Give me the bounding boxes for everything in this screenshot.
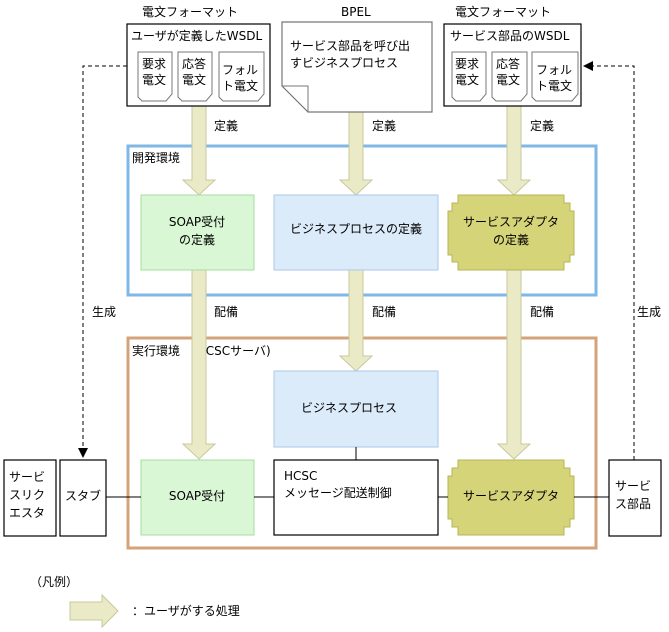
left-fault-doc: フォル ト電文 (218, 51, 265, 102)
service-component-line1: サービ (615, 479, 651, 493)
legend-desc: ：ユーザがする処理 (132, 603, 240, 618)
define-arrow-right (496, 105, 532, 196)
right-wsdl-title: サービス部品のWSDL (450, 28, 570, 43)
service-component-line2: ス部品 (615, 496, 651, 511)
service-component-box (608, 459, 662, 537)
left-request-doc: 要求 電文 (137, 51, 173, 102)
soap-definition-line2: の定義 (179, 232, 215, 247)
service-adapter-label: サービスアダプタ (463, 488, 559, 503)
service-requester-line3: エスタ (9, 506, 45, 520)
generate-label-left: 生成 (92, 305, 116, 319)
soap-definition-box (140, 194, 255, 271)
soap-definition-line1: SOAP受付 (169, 215, 225, 229)
svg-text:応答: 応答 (496, 56, 520, 71)
hcsc-line2: メッセージ配送制御 (284, 485, 392, 500)
define-arrow-left (181, 105, 217, 196)
bp-definition-box (273, 194, 439, 271)
right-request-doc: 要求 電文 (451, 51, 487, 102)
left-wsdl-title: ユーザが定義したWSDL (131, 28, 262, 43)
service-requester-line2: スリク (9, 488, 45, 502)
define-label-center: 定義 (372, 118, 396, 133)
bpel-header: BPEL (341, 5, 371, 19)
svg-text:電文: 電文 (142, 72, 166, 87)
deploy-arrow-center (338, 269, 374, 372)
right-fault-doc: フォル ト電文 (531, 51, 579, 102)
soap-reception-label: SOAP受付 (169, 489, 225, 503)
stub-label: スタブ (65, 488, 101, 503)
left-format-header: 電文フォーマット (142, 4, 238, 19)
deploy-arrow-left (181, 269, 217, 460)
business-process-label: ビジネスプロセス (301, 401, 397, 415)
left-response-doc: 応答 電文 (177, 51, 213, 102)
bpel-desc-line2: すビジネスプロセス (290, 56, 398, 70)
svg-text:フォル: フォル (536, 63, 572, 77)
generate-arrow-right (583, 61, 635, 460)
svg-text:要求: 要求 (455, 57, 479, 71)
deploy-arrow-right (496, 269, 532, 460)
svg-text:電文: 電文 (496, 72, 520, 87)
svg-text:ト電文: ト電文 (222, 78, 258, 93)
hcsc-line1: HCSC (284, 469, 317, 483)
business-process-box (273, 370, 439, 448)
right-response-doc: 応答 電文 (491, 51, 528, 102)
svg-text:電文: 電文 (455, 72, 479, 87)
define-label-left: 定義 (214, 118, 238, 133)
bp-definition-label: ビジネスプロセスの定義 (290, 221, 422, 236)
legend-title: （凡例） (30, 575, 78, 589)
deploy-label-left: 配備 (214, 304, 238, 319)
svg-text:応答: 応答 (182, 56, 206, 71)
service-adapter-box (447, 459, 575, 536)
adapter-definition-box (447, 194, 575, 271)
adapter-definition-line2: の定義 (493, 232, 529, 247)
svg-text:電文: 電文 (182, 72, 206, 87)
svg-text:フォル: フォル (222, 63, 258, 77)
service-requester-box (3, 459, 57, 537)
dev-environment-label: 開発環境 (132, 150, 180, 165)
svg-text:要求: 要求 (142, 57, 166, 71)
deploy-label-center: 配備 (372, 304, 396, 319)
service-requester-line1: サービ (9, 470, 45, 484)
right-format-header: 電文フォーマット (455, 4, 551, 19)
define-label-right: 定義 (530, 118, 554, 133)
deploy-label-right: 配備 (530, 304, 554, 319)
bpel-doc (281, 21, 433, 113)
generate-arrow-left (78, 65, 127, 458)
legend-arrow (69, 593, 119, 629)
svg-text:ト電文: ト電文 (536, 78, 572, 93)
generate-label-right: 生成 (637, 305, 661, 319)
stub-box (59, 459, 107, 537)
bpel-desc-line1: サービス部品を呼び出 (290, 38, 410, 53)
adapter-definition-line1: サービスアダプタ (463, 214, 559, 229)
bpel-doc-fold (282, 85, 309, 112)
define-arrow-center (338, 109, 374, 196)
